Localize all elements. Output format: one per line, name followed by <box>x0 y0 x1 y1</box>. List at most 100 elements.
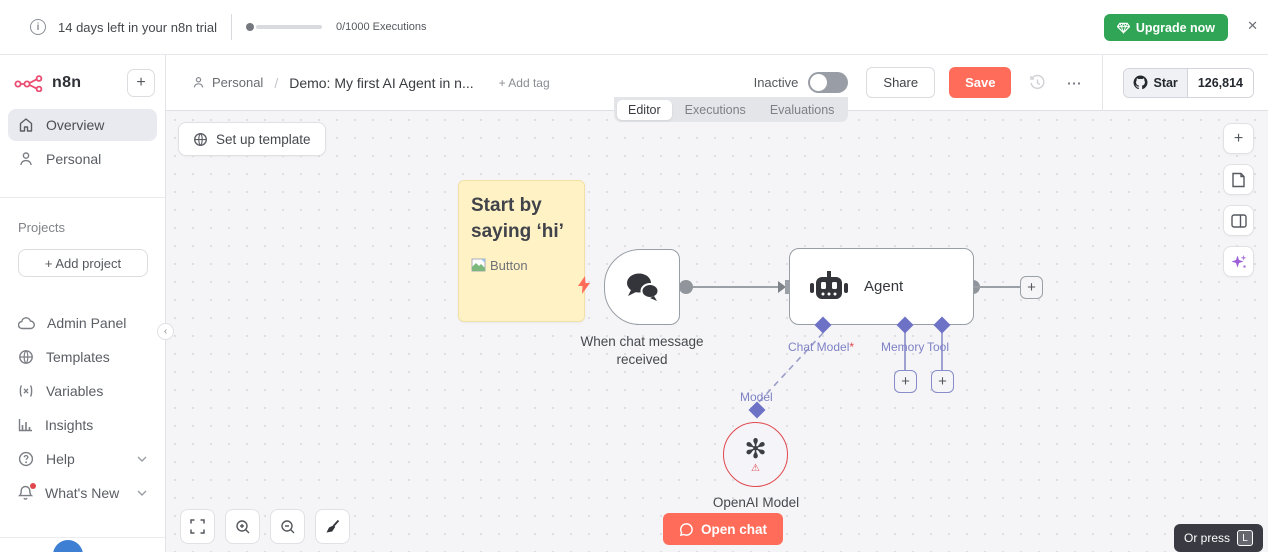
add-project-button[interactable]: + Add project <box>18 249 148 277</box>
warning-icon: ⚠ <box>751 462 760 474</box>
progress-dot <box>245 23 254 31</box>
active-toggle[interactable] <box>808 72 849 93</box>
sidebar-item-insights[interactable]: Insights <box>8 409 157 441</box>
info-icon: i <box>30 19 46 35</box>
model-port[interactable] <box>748 401 766 419</box>
brand-row: n8n + <box>0 55 165 107</box>
required-asterisk: * <box>849 340 855 354</box>
more-menu-icon[interactable]: ⋯ <box>1066 74 1083 92</box>
chevron-down-icon <box>137 456 147 462</box>
save-button[interactable]: Save <box>949 67 1012 98</box>
bar-chart-icon <box>18 419 32 432</box>
person-icon <box>193 77 204 88</box>
open-chat-label: Open chat <box>701 521 768 537</box>
progress-track <box>255 25 322 29</box>
zoom-in-icon <box>235 519 249 533</box>
fit-view-icon <box>190 519 205 534</box>
agent-node[interactable]: Agent <box>789 248 974 325</box>
open-chat-button[interactable]: Open chat <box>663 513 784 545</box>
plus-icon: + <box>1233 129 1244 147</box>
tab-executions[interactable]: Executions <box>684 102 746 117</box>
ai-assistant-button[interactable] <box>1223 246 1254 277</box>
divider <box>0 537 165 538</box>
help-icon <box>18 451 34 467</box>
chat-model-port-label: Chat Model* <box>788 340 855 354</box>
tab-evaluations[interactable]: Evaluations <box>769 102 835 117</box>
sidebar: n8n + Overview Personal Projects + Add p… <box>0 55 174 552</box>
variables-icon <box>19 385 33 397</box>
add-memory-button[interactable]: + <box>894 370 917 393</box>
executions-label: 0/1000 Executions <box>335 21 427 33</box>
sticky-note[interactable]: Start by saying ‘hi’ Button <box>458 180 585 322</box>
sidebar-item-templates[interactable]: Templates <box>8 341 157 373</box>
tab-editor[interactable]: Editor <box>617 99 672 120</box>
zoom-in-button[interactable] <box>225 509 260 544</box>
sidebar-item-label: Personal <box>46 151 102 167</box>
sidebar-item-admin-panel[interactable]: Admin Panel <box>8 307 157 339</box>
add-node-after-agent-button[interactable]: + <box>1020 276 1043 299</box>
add-tag-button[interactable]: + Add tag <box>498 75 550 90</box>
chat-trigger-node[interactable] <box>604 249 680 325</box>
tidy-up-button[interactable] <box>315 509 350 544</box>
bell-icon <box>18 485 33 500</box>
layout-panel-icon <box>1230 213 1247 228</box>
breadcrumb: Personal / Demo: My first AI Agent in n.… <box>192 75 550 91</box>
sidebar-item-overview[interactable]: Overview <box>8 109 157 141</box>
agent-node-label: Agent <box>864 278 904 295</box>
executions-progress <box>245 23 322 31</box>
memory-port-label: Memory <box>881 340 925 354</box>
workflow-header: Personal / Demo: My first AI Agent in n.… <box>166 54 1268 111</box>
toggle-knob <box>810 74 828 91</box>
github-star-widget[interactable]: Star 126,814 <box>1123 67 1254 98</box>
setup-template-button[interactable]: Set up template <box>178 122 326 156</box>
github-icon <box>1134 75 1148 90</box>
add-node-button[interactable]: + <box>1223 123 1254 154</box>
add-sticky-note-button[interactable] <box>1223 164 1254 195</box>
upgrade-label: Upgrade now <box>1135 20 1215 35</box>
openai-model-node[interactable]: ✻ ⚠ <box>723 422 788 487</box>
sticky-note-title: Start by saying ‘hi’ <box>471 195 564 242</box>
sidebar-item-personal[interactable]: Personal <box>8 143 157 175</box>
upgrade-now-button[interactable]: Upgrade now <box>1103 14 1228 41</box>
add-tool-button[interactable]: + <box>931 370 954 393</box>
workflow-title[interactable]: Demo: My first AI Agent in n... <box>289 74 474 91</box>
openai-logo-icon: ✻ <box>744 433 767 464</box>
setup-template-label: Set up template <box>216 131 311 147</box>
model-port-label: Model <box>740 390 773 404</box>
divider <box>230 14 232 40</box>
sidebar-item-label: Help <box>46 451 75 467</box>
projects-heading: Projects <box>18 220 65 235</box>
zoom-out-icon <box>280 519 294 533</box>
key-badge: L <box>1237 530 1253 546</box>
toggle-panel-button[interactable] <box>1223 205 1254 236</box>
sidebar-item-label: Admin Panel <box>47 315 127 331</box>
zoom-out-button[interactable] <box>270 509 305 544</box>
sidebar-item-help[interactable]: Help <box>8 443 157 475</box>
history-icon[interactable] <box>1029 74 1046 91</box>
notification-dot <box>30 483 36 489</box>
sidebar-item-label: Templates <box>46 349 110 365</box>
new-workflow-button[interactable]: + <box>127 69 155 97</box>
tidy-up-icon <box>326 519 339 532</box>
gem-icon <box>1116 21 1130 34</box>
sidebar-item-label: What's New <box>45 485 120 501</box>
sparkle-icon <box>1231 254 1246 268</box>
sidebar-item-whats-new[interactable]: What's New <box>8 477 157 509</box>
sidebar-item-label: Insights <box>45 417 94 433</box>
sidebar-collapse-button[interactable]: ‹ <box>157 323 174 340</box>
breadcrumb-separator: / <box>274 74 279 91</box>
breadcrumb-project[interactable]: Personal <box>212 75 264 90</box>
sidebar-item-label: Variables <box>46 383 104 399</box>
star-label: Star <box>1153 75 1178 90</box>
sidebar-item-label: Overview <box>46 117 105 133</box>
close-banner-icon[interactable]: ✕ <box>1247 18 1258 33</box>
workflow-canvas[interactable]: Set up template Start by saying ‘hi’ But… <box>166 111 1268 552</box>
sidebar-item-variables[interactable]: Variables <box>8 375 157 407</box>
user-avatar[interactable] <box>53 540 83 552</box>
fit-view-button[interactable] <box>180 509 215 544</box>
connection-lines <box>679 280 1020 403</box>
chat-bubbles-icon <box>627 273 660 301</box>
share-button[interactable]: Share <box>866 67 936 98</box>
execute-bolt-icon <box>578 276 590 294</box>
